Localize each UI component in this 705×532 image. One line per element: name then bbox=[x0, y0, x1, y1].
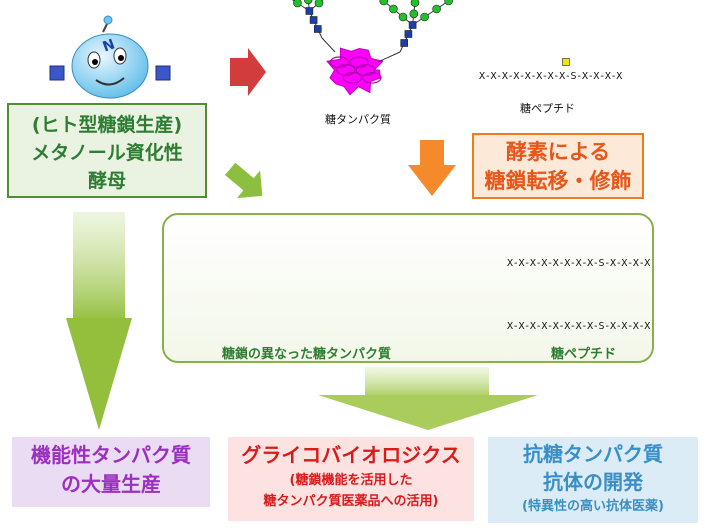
output-glycobiologics: グライコバイオロジクス (糖鎖機能を活用した 糖タンパク質医薬品への活用) bbox=[228, 437, 474, 521]
output3-line3: (特異性の高い抗体医薬) bbox=[522, 499, 664, 514]
top-peptide-sequence: X-X-X-X-X-X-X-X-S-X-X-X-X bbox=[479, 71, 623, 82]
large-down-arrow-icon bbox=[66, 212, 132, 430]
host-line2: メタノール資化性 bbox=[31, 142, 183, 164]
orange-arrow-icon bbox=[408, 140, 456, 196]
host-yeast-box: (ヒト型糖鎖生産) メタノール資化性 酵母 bbox=[7, 103, 207, 198]
glycoprotein-label: 糖タンパク質 bbox=[325, 113, 391, 126]
bottom-down-arrow-icon bbox=[318, 367, 538, 430]
output2-line2: (糖鎖機能を活用した bbox=[289, 473, 413, 488]
center-peptide-sequence-2: X-X-X-X-X-X-X-X-S-X-X-X-X bbox=[507, 321, 651, 332]
center-peptide-sequence-1: X-X-X-X-X-X-X-X-S-X-X-X-X bbox=[507, 258, 651, 269]
center-panel bbox=[162, 213, 654, 363]
host-line1: (ヒト型糖鎖生産) bbox=[31, 114, 183, 136]
output-functional-protein: 機能性タンパク質 の大量生産 bbox=[12, 437, 210, 507]
center-glycopeptide-label: 糖ペプチド bbox=[551, 347, 617, 362]
glycoprotein-icon bbox=[291, 0, 453, 96]
glycopeptide-label: 糖ペプチド bbox=[520, 102, 575, 115]
enzyme-box: 酵素による 糖鎖転移・修飾 bbox=[472, 133, 644, 199]
output2-line1: グライコバイオロジクス bbox=[241, 443, 461, 467]
output3-line2: 抗体の開発 bbox=[543, 470, 643, 494]
red-arrow-icon bbox=[230, 48, 266, 96]
output-antibody: 抗糖タンパク質 抗体の開発 (特異性の高い抗体医薬) bbox=[488, 437, 698, 523]
output3-line1: 抗糖タンパク質 bbox=[523, 442, 663, 466]
output1-line1: 機能性タンパク質 bbox=[31, 443, 191, 467]
output2-line3: 糖タンパク質医薬品への活用) bbox=[263, 494, 439, 509]
enzyme-line2: 糖鎖転移・修飾 bbox=[484, 169, 632, 193]
host-line3: 酵母 bbox=[87, 170, 126, 192]
green-arrow-icon bbox=[225, 162, 263, 199]
yeast-mascot-icon bbox=[49, 15, 171, 99]
output1-line2: の大量生産 bbox=[61, 472, 161, 496]
diverse-glycoproteins-label: 糖鎖の異なった糖タンパク質 bbox=[222, 347, 392, 362]
enzyme-line1: 酵素による bbox=[505, 140, 611, 164]
